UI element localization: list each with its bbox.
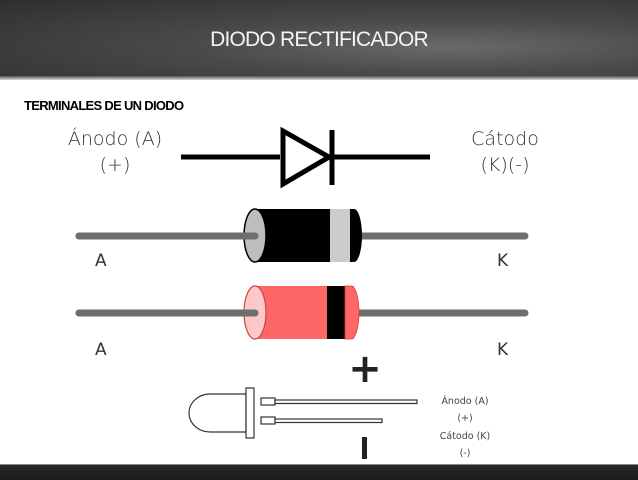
footer-bar xyxy=(0,464,638,480)
led-anode-text: Ánodo (A) xyxy=(441,396,489,407)
diode-black-anode: A xyxy=(95,251,107,271)
cathode-text: Cátodo xyxy=(471,128,539,150)
led-plus-sign: + xyxy=(348,346,382,392)
diode-red-cathode: K xyxy=(497,340,509,360)
rectifier-diode-red-icon xyxy=(75,285,529,340)
title-banner xyxy=(0,0,638,78)
symbol-anode-label: Ánodo (A) (+) xyxy=(55,126,175,178)
led-cathode-text: Cátodo (K) xyxy=(439,431,491,442)
symbol-cathode-label: Cátodo (K)(-) xyxy=(455,126,555,178)
section-subtitle: TERMINALES DE UN DIODO xyxy=(24,98,184,113)
led-anode-sign: (+) xyxy=(457,413,473,424)
led-cathode-sign: (-) xyxy=(459,448,471,459)
led-anode-label: Ánodo (A) (+) xyxy=(430,393,500,427)
led-icon xyxy=(188,387,418,439)
diode-symbol-icon xyxy=(181,126,430,189)
anode-text: Ánodo (A) xyxy=(67,128,163,150)
diode-red-anode: A xyxy=(95,340,107,360)
page-title: DIODO RECTIFICADOR xyxy=(210,28,429,51)
anode-sign: (+) xyxy=(99,154,131,176)
diode-black-cathode: K xyxy=(497,251,509,271)
banner-shadow xyxy=(0,76,638,80)
rectifier-diode-black-icon xyxy=(75,208,529,263)
led-minus-sign xyxy=(362,437,367,459)
cathode-sign: (K)(-) xyxy=(480,154,530,176)
led-cathode-label: Cátodo (K) (-) xyxy=(428,428,502,462)
